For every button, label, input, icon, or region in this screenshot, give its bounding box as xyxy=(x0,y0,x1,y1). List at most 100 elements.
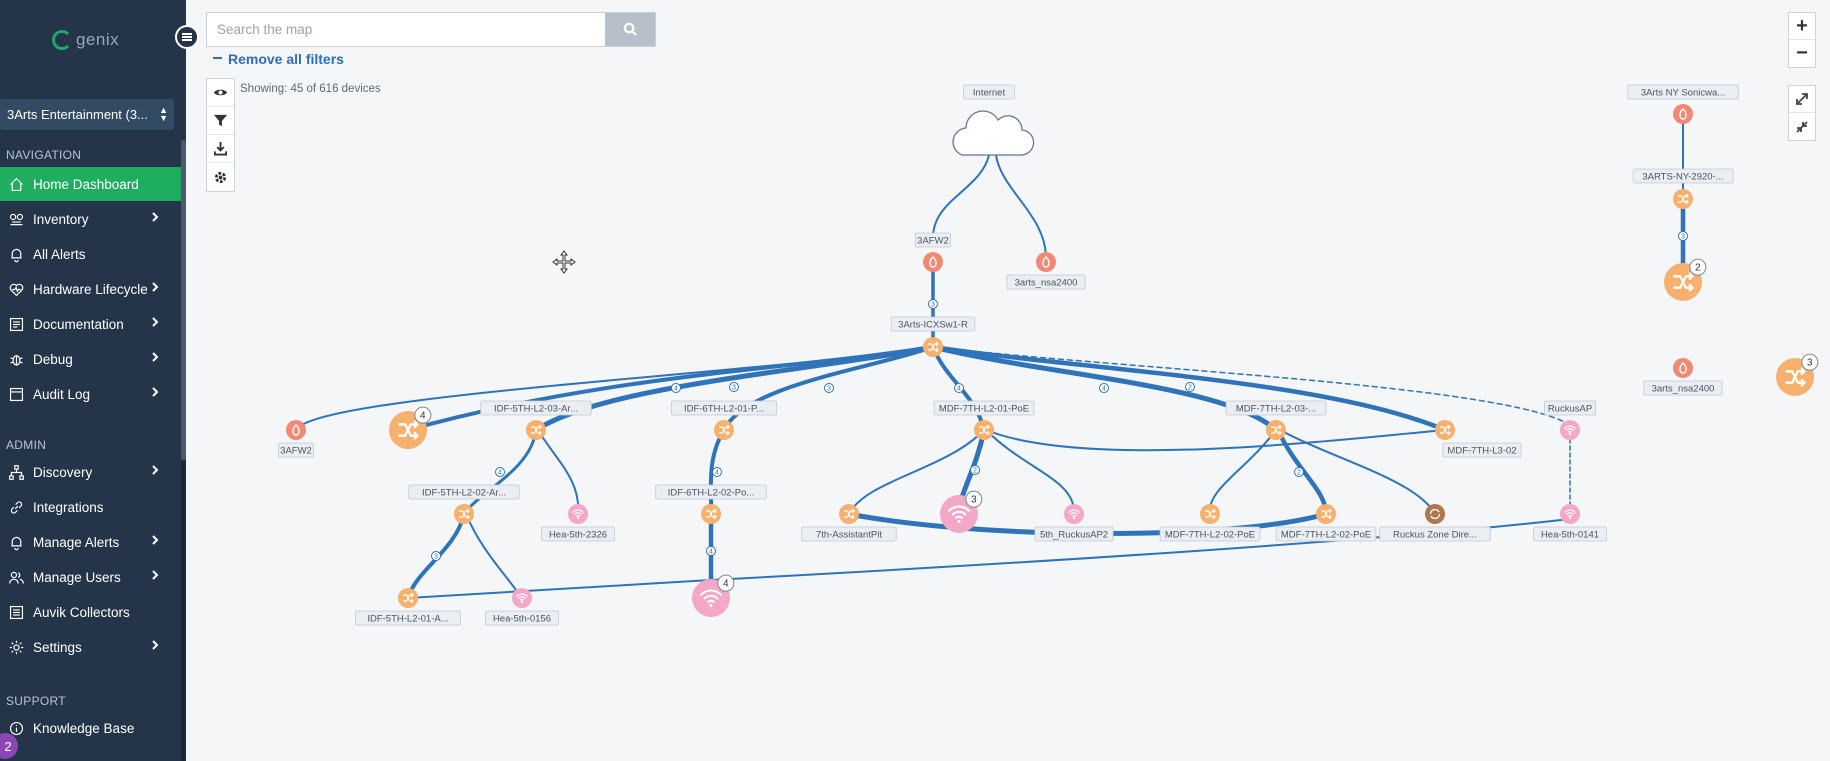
nav-manage-users[interactable]: Manage Users xyxy=(0,560,181,594)
filter-button[interactable] xyxy=(207,107,234,135)
switch-mdf7-l2-02-b[interactable]: MDF-7TH-L2-02-PoE xyxy=(1275,504,1377,542)
firewall-nsa2400-top[interactable]: 3arts_nsa2400 xyxy=(1006,252,1086,290)
switch-idf6-l2-01[interactable]: IDF-6TH-L2-01-P... xyxy=(670,400,777,440)
zoom-in-button[interactable]: + xyxy=(1789,13,1815,40)
nav-home-dashboard[interactable]: Home Dashboard xyxy=(0,167,181,201)
switch-mdf7-l3-02[interactable]: MDF-7TH-L3-02 xyxy=(1435,420,1522,458)
link-count-marker[interactable]: 3 xyxy=(824,383,834,393)
label-bg xyxy=(890,316,976,332)
label-text: IDF-5TH-L2-02-Ar... xyxy=(422,488,506,499)
network-map[interactable]: 3 4 3 3 4 4 2 4 4 3 4 2 2 3 Internet 3AFW2 3arts_nsa240… xyxy=(186,0,1830,761)
download-button[interactable] xyxy=(207,135,234,163)
switch-mdf7-l2-03[interactable]: MDF-7TH-L2-03-... xyxy=(1225,400,1327,440)
switch-mdf7-l2-01[interactable]: MDF-7TH-L2-01-PoE xyxy=(933,400,1035,440)
link-count-marker[interactable]: 4 xyxy=(671,383,681,393)
nav-label: Auvik Collectors xyxy=(33,604,130,620)
topology-graph[interactable]: 3 4 3 3 4 4 2 4 4 3 4 2 2 3 Internet 3AFW2 3arts_nsa240… xyxy=(186,0,1830,761)
firewall-3afw2-left-circle xyxy=(286,420,306,440)
switch-core[interactable]: 3Arts-ICXSw1-R xyxy=(890,316,976,357)
nav-all-alerts[interactable]: All Alerts xyxy=(0,237,181,271)
nav-integrations[interactable]: Integrations xyxy=(0,490,181,524)
firewall-nsa2400-right[interactable]: 3arts_nsa2400 xyxy=(1643,358,1723,396)
switch-idf6-l2-02[interactable]: IDF-6TH-L2-02-Po... xyxy=(655,484,767,524)
expand-button[interactable] xyxy=(1789,86,1815,113)
nav-documentation[interactable]: Documentation xyxy=(0,307,181,341)
nav-hardware-lifecycle[interactable]: Hardware Lifecycle xyxy=(0,272,181,306)
remove-all-filters-link[interactable]: Remove all filters xyxy=(213,51,344,67)
nav-label: Home Dashboard xyxy=(33,176,139,192)
wifi-dot xyxy=(576,516,580,520)
chevron-right-icon xyxy=(149,464,165,480)
switch-idf5-l2-02[interactable]: IDF-5TH-L2-02-Ar... xyxy=(408,484,520,524)
link-count-marker[interactable]: 4 xyxy=(712,467,722,477)
account-select[interactable]: 3Arts Entertainment (3... ▲▼ xyxy=(0,99,174,130)
switch-idf5-l2-03[interactable]: IDF-5TH-L2-03-Ar... xyxy=(480,400,592,440)
link-core-ruckusap xyxy=(932,346,1571,426)
switch-idf5-l2-01[interactable]: IDF-5TH-L2-01-A... xyxy=(354,588,461,626)
switch-mdf7-l2-02-a-label: MDF-7TH-L2-02-PoE xyxy=(1159,526,1261,542)
nav-auvik-collectors[interactable]: Auvik Collectors xyxy=(0,595,181,629)
link-count-value: 2 xyxy=(973,467,977,474)
search-button[interactable] xyxy=(605,13,655,46)
controller-ruckus-zone[interactable]: Ruckus Zone Dire... xyxy=(1379,504,1491,542)
wifi-dot xyxy=(709,604,713,608)
view-button[interactable] xyxy=(207,79,234,107)
settings-button[interactable] xyxy=(207,163,234,191)
firewall-3afw2-top-label: 3AFW2 xyxy=(915,232,951,248)
minus-icon xyxy=(213,57,222,60)
switch-idf5-l2-02-label: IDF-5TH-L2-02-Ar... xyxy=(408,484,520,500)
nav-debug[interactable]: Debug xyxy=(0,342,181,376)
badge-count: 4 xyxy=(420,411,426,422)
zoom-out-button[interactable]: − xyxy=(1796,42,1808,64)
badge-circle xyxy=(1689,258,1707,276)
notification-badge[interactable]: 2 xyxy=(0,733,18,759)
wifi-hea-0141[interactable]: Hea-5th-0141 xyxy=(1533,504,1607,542)
link-count-marker[interactable]: 3 xyxy=(1678,231,1688,241)
switch-cluster-left[interactable]: 4 xyxy=(389,406,432,449)
wifi-hea-0156[interactable]: Hea-5th-0156 xyxy=(485,588,559,626)
select-caret-icon: ▲▼ xyxy=(159,105,168,123)
link-count-marker[interactable]: 4 xyxy=(954,383,964,393)
wifi-5th-ruckusap2[interactable]: 5th_RuckusAP2 xyxy=(1034,504,1114,542)
move-cursor-icon xyxy=(552,250,576,274)
switch-mdf7-l2-02-a[interactable]: MDF-7TH-L2-02-PoE xyxy=(1159,504,1261,542)
nav-settings[interactable]: Settings xyxy=(0,630,181,664)
nav-inventory[interactable]: Inventory xyxy=(0,202,181,236)
sidebar-toggle-button[interactable] xyxy=(175,25,199,49)
link-count-marker[interactable]: 3 xyxy=(431,551,441,561)
genix-logo[interactable]: genix xyxy=(52,30,119,50)
link-count-marker[interactable]: 4 xyxy=(1099,383,1109,393)
nav-audit-log[interactable]: Audit Log xyxy=(0,377,181,411)
link-count-marker[interactable]: 3 xyxy=(928,299,938,309)
wifi-cluster-bottom[interactable]: 4 xyxy=(692,574,735,617)
wifi-glyph xyxy=(516,593,528,601)
firewall-3afw2-left[interactable]: 3AFW2 xyxy=(278,420,314,458)
label-text: 3AFW2 xyxy=(280,446,312,457)
link-count-marker[interactable]: 2 xyxy=(1294,467,1304,477)
nav-discovery[interactable]: Discovery xyxy=(0,455,181,489)
wifi-hea-2326[interactable]: Hea-5th-2326 xyxy=(541,504,615,542)
link-count-marker[interactable]: 4 xyxy=(706,546,716,556)
link-count-marker[interactable]: 4 xyxy=(495,467,505,477)
wifi-ruckusap[interactable]: RuckusAP xyxy=(1544,400,1597,440)
switch-7th-assistantpit[interactable]: 7th-AssistantPit xyxy=(801,504,897,542)
internet-node[interactable]: Internet xyxy=(952,84,1035,156)
switch-ny-cluster[interactable]: 2 xyxy=(1664,258,1707,301)
sidebar-scrollbar-thumb[interactable] xyxy=(181,140,186,460)
wifi-cluster-center[interactable]: 3 xyxy=(940,490,983,533)
link-count-marker[interactable]: 2 xyxy=(970,465,980,475)
switch-glyph xyxy=(928,341,939,353)
nav-knowledge-base[interactable]: Knowledge Base xyxy=(0,711,181,745)
firewall-ny-sonicwall[interactable]: 3Arts NY Sonicwa... xyxy=(1627,84,1739,124)
link-count-marker[interactable]: 3 xyxy=(729,382,739,392)
menu-icon xyxy=(182,36,192,38)
switch-edge-right[interactable]: 3 xyxy=(1776,353,1819,396)
link-internet-nsa2400 xyxy=(995,154,1047,259)
switch-ny-2920[interactable]: 3ARTS-NY-2920-... xyxy=(1632,168,1734,209)
nav-manage-alerts[interactable]: Manage Alerts xyxy=(0,525,181,559)
link-count-circle xyxy=(671,383,681,393)
compress-button[interactable] xyxy=(1789,113,1815,140)
search-input[interactable] xyxy=(207,13,605,46)
link-count-marker[interactable]: 2 xyxy=(1185,382,1195,392)
firewall-3afw2-top[interactable]: 3AFW2 xyxy=(915,232,951,272)
